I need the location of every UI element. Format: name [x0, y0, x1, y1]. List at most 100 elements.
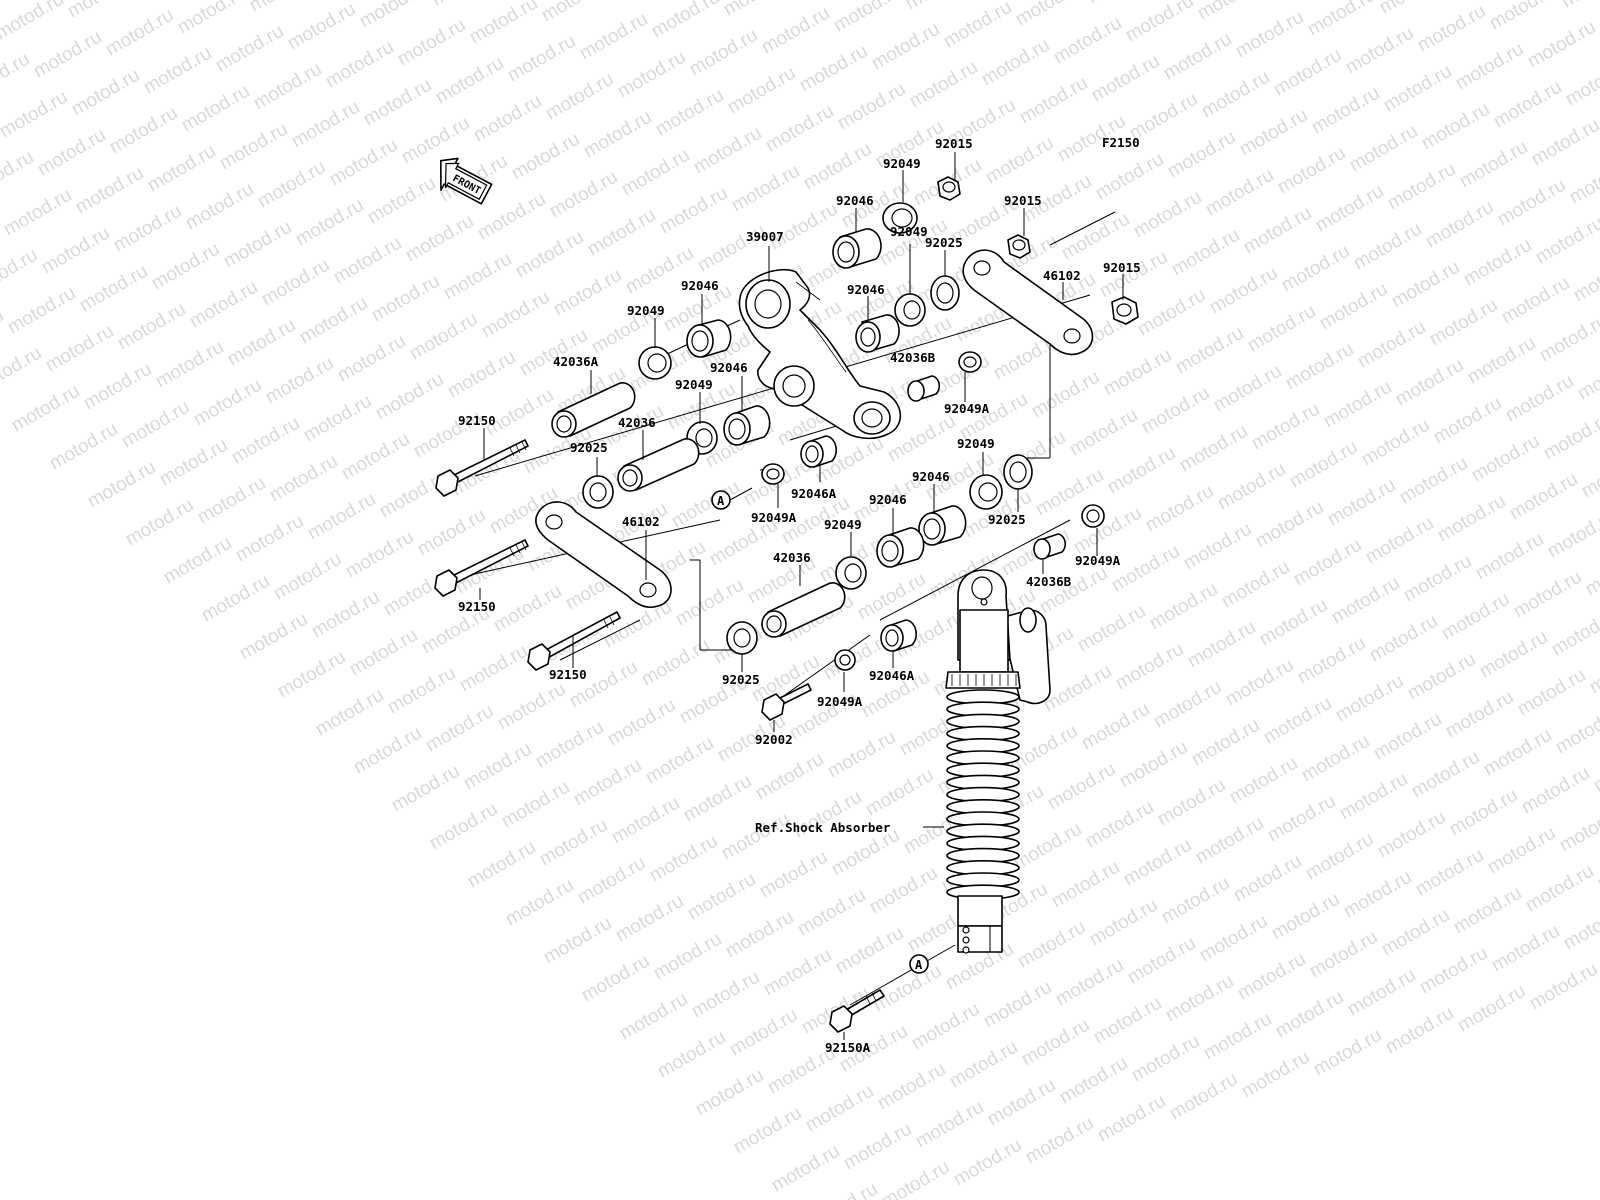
watermark-text: motod.ru [1382, 1003, 1457, 1059]
front-arrow: FRONT [439, 157, 493, 205]
watermark-text: motod.ru [1536, 311, 1600, 367]
watermark-text: motod.ru [236, 609, 311, 665]
watermark-text: motod.ru [504, 31, 579, 87]
watermark-text: motod.ru [182, 179, 257, 235]
watermark-text: motod.ru [398, 113, 473, 169]
watermark-text: motod.ru [1078, 699, 1153, 755]
collar-92049-low [835, 556, 867, 590]
watermark-text: motod.ru [1124, 933, 1199, 989]
watermark-text: motod.ru [1016, 73, 1091, 129]
watermark-text: motod.ru [4, 283, 79, 339]
watermark-text: motod.ru [1044, 759, 1119, 815]
watermark-text: motod.ru [1264, 791, 1339, 847]
bolt-92002 [761, 683, 812, 721]
watermark-text: motod.ru [1556, 801, 1600, 857]
watermark-text: motod.ru [652, 85, 727, 141]
watermark-text: motod.ru [194, 473, 269, 529]
label-92046-right: 92046 [912, 469, 950, 484]
watermark-text: motod.ru [122, 495, 197, 551]
watermark-text: motod.ru [940, 0, 1015, 52]
watermark-text: motod.ru [722, 907, 797, 963]
watermark-text: motod.ru [1414, 1, 1489, 57]
label-92046-left-mid: 92046 [710, 360, 748, 375]
watermark-text: motod.ru [428, 0, 503, 10]
watermark-text: motod.ru [1088, 51, 1163, 107]
watermark-text: motod.ru [646, 831, 721, 887]
bearing-92046-right-low [876, 527, 925, 568]
watermark-text: motod.ru [1490, 77, 1565, 133]
watermark-text: motod.ru [250, 59, 325, 115]
shock-absorber [945, 569, 1051, 954]
watermark-text: motod.ru [650, 929, 725, 985]
rocker-arm-39007 [738, 268, 902, 440]
watermark-text: motod.ru [540, 913, 615, 969]
watermark-text: motod.ru [308, 587, 383, 643]
watermark-text: motod.ru [538, 0, 613, 26]
watermark-text: motod.ru [0, 343, 45, 399]
watermark-text: motod.ru [1544, 507, 1600, 563]
watermark-text: motod.ru [1412, 845, 1487, 901]
diagram-code: F2150 [1102, 135, 1140, 150]
watermark-text: motod.ru [1358, 415, 1433, 471]
watermark-text: motod.ru [800, 139, 875, 195]
watermark-text: motod.ru [140, 43, 215, 99]
watermark-text: motod.ru [444, 347, 519, 403]
watermark-text: motod.ru [536, 815, 611, 871]
watermark-text: motod.ru [1198, 67, 1273, 123]
watermark-text: motod.ru [0, 207, 3, 263]
watermark-text: motod.ru [1376, 0, 1451, 18]
watermark-text: motod.ru [470, 91, 545, 147]
label-42036B-top: 42036B [890, 350, 936, 365]
collar-42036B-top [907, 375, 941, 402]
watermark-text: motod.ru [1138, 383, 1213, 439]
watermark-text: motod.ru [364, 173, 439, 229]
watermark-text: motod.ru [728, 161, 803, 217]
label-92025-top: 92025 [925, 235, 963, 250]
watermark-text: motod.ru [30, 27, 105, 83]
watermark-text: motod.ru [1278, 241, 1353, 297]
watermark-text: motod.ru [372, 369, 447, 425]
watermark-text: motod.ru [490, 581, 565, 637]
watermark-text: motod.ru [1128, 1031, 1203, 1087]
label-42036B-low: 42036B [1026, 574, 1072, 589]
watermark-text: motod.ru [1488, 921, 1563, 977]
watermark-text: motod.ru [1452, 39, 1527, 95]
watermark-text: motod.ru [654, 1027, 729, 1083]
watermark-text: motod.ru [1234, 949, 1309, 1005]
watermark-text: motod.ru [144, 141, 219, 197]
label-42036-low: 42036 [773, 550, 811, 565]
watermark-text: motod.ru [718, 809, 793, 865]
bolt-92150-mid [434, 539, 529, 597]
watermark-text: motod.ru [1450, 883, 1525, 939]
watermark-text: motod.ru [984, 1075, 1059, 1131]
watermark-text: motod.ru [1532, 213, 1600, 269]
watermark-text: motod.ru [1248, 399, 1323, 455]
watermark-text: motod.ru [912, 1097, 987, 1153]
collar-92049A-low [834, 649, 856, 671]
watermark-text: motod.ru [752, 749, 827, 805]
watermark-text: motod.ru [756, 847, 831, 903]
watermark-text: motod.ru [1308, 83, 1383, 139]
watermark-text: motod.ru [684, 869, 759, 925]
bearing-92046-left-top [686, 319, 732, 358]
watermark-text: motod.ru [368, 271, 443, 327]
watermark-text: motod.ru [334, 331, 409, 387]
watermark-text: motod.ru [1172, 323, 1247, 379]
watermark-text: motod.ru [1202, 165, 1277, 221]
watermark-text: motod.ru [456, 641, 531, 697]
bearing-92046A-upper [800, 435, 838, 468]
watermark-text: motod.ru [1238, 1047, 1313, 1103]
watermark-text: motod.ru [466, 0, 541, 48]
watermark-text: motod.ru [384, 663, 459, 719]
watermark-text: motod.ru [1594, 839, 1600, 895]
watermark-text: motod.ru [1548, 605, 1600, 661]
watermark-text: motod.ru [758, 3, 833, 59]
watermark-text: motod.ru [642, 733, 717, 789]
watermark-text: motod.ru [1346, 121, 1421, 177]
watermark-text: motod.ru [1344, 965, 1419, 1021]
watermark-text: motod.ru [1142, 481, 1217, 537]
watermark-text: motod.ru [1226, 753, 1301, 809]
watermark-text: motod.ru [1122, 0, 1197, 46]
label-92049-left-mid: 92049 [675, 377, 713, 392]
watermark-text: motod.ru [542, 69, 617, 125]
